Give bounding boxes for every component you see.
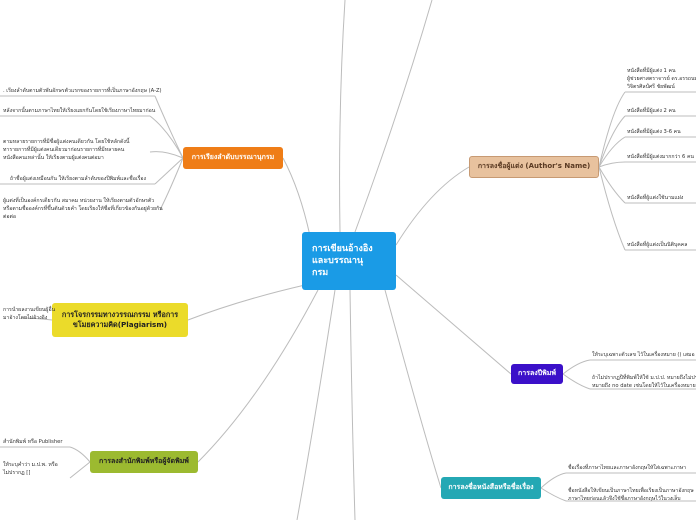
branch-title-label: การลงชื่อหนังสือหรือชื่อเรื่อง bbox=[448, 483, 534, 492]
central-topic-label: การเขียนอ้างอิง และบรรณานุ กรม bbox=[312, 243, 373, 279]
connector-year bbox=[395, 274, 512, 375]
connector-plagiarism bbox=[187, 284, 306, 321]
connector-bottom-1 bbox=[296, 289, 336, 520]
leaf-author-4[interactable]: หนังสือที่มีผู้แต่งมากกว่า 6 คน bbox=[627, 154, 694, 160]
leaf-order-5[interactable]: ผู้แต่งที่เป็นองค์กรเดียวกัน สมาคม หน่วย… bbox=[3, 198, 163, 220]
leaf-publisher-2[interactable]: ให้ระบุคำว่า ม.ป.พ. หรือ ไม่ปรากฏ [] bbox=[3, 462, 58, 476]
leaf-author-1[interactable]: หนังสือที่มีผู้แต่ง 1 คน ผู้ช่วยศาสตราจา… bbox=[627, 68, 696, 90]
leaf-order-4[interactable]: ถ้าชื่อผู้แต่งเหมือนกัน ให้เรียงตามลำดับ… bbox=[10, 176, 147, 182]
connector-top-1 bbox=[339, 0, 346, 233]
branch-plagiarism[interactable]: การโจรกรรมทางวรรณกรรม หรือการ ขโมยความคิ… bbox=[52, 303, 188, 337]
leaf-publisher-1[interactable]: สำนักพิมพ์ หรือ Publisher bbox=[3, 439, 63, 445]
leaf-author-5[interactable]: หนังสือที่ผู้แต่งใช้นามแฝง bbox=[627, 195, 684, 201]
leaf-plagiarism[interactable]: การนำผลงานเขียนผู้อื่น มาอ้างโดยไม่อ้างอ… bbox=[3, 307, 56, 321]
branch-author[interactable]: การลงชื่อผู้แต่ง (Author's Name) bbox=[469, 156, 599, 178]
connector-order bbox=[282, 157, 311, 237]
connector-publisher bbox=[197, 289, 319, 463]
branch-order[interactable]: การเรียงลำดับบรรณานุกรม bbox=[183, 147, 283, 169]
leaf-author-3[interactable]: หนังสือที่มีผู้แต่ง 3-6 คน bbox=[627, 129, 681, 135]
leaf-author-6[interactable]: หนังสือที่ผู้แต่งเป็นนิติบุคคล bbox=[627, 242, 688, 248]
branch-order-label: การเรียงลำดับบรรณานุกรม bbox=[191, 153, 275, 162]
leaf-order-2[interactable]: หลังจากนั้นตามภาษาไทยให้เรียงแยกกันโดยใช… bbox=[3, 108, 156, 114]
branch-plagiarism-label: การโจรกรรมทางวรรณกรรม หรือการ ขโมยความคิ… bbox=[61, 310, 179, 329]
leaf-title-2[interactable]: ชื่อหนังสือให้เขียนเป็นภาษาไทยเพื่อเรียง… bbox=[568, 488, 694, 502]
leaf-author-2[interactable]: หนังสือที่มีผู้แต่ง 2 คน bbox=[627, 108, 676, 114]
connector-author bbox=[395, 166, 470, 246]
leaf-year-2[interactable]: ถ้าไม่ปรากฏปีที่พิมพ์ให้ใช้ ม.ป.ป. หมายถ… bbox=[592, 375, 696, 389]
central-topic[interactable]: การเขียนอ้างอิง และบรรณานุ กรม bbox=[302, 232, 396, 290]
branch-publisher-label: การลงสำนักพิมพ์หรือผู้จัดพิมพ์ bbox=[99, 457, 189, 466]
leaf-year-1[interactable]: ให้ระบุเฉพาะตัวเลข ไว้ในเครื่องหมาย () เ… bbox=[592, 352, 695, 358]
branch-title[interactable]: การลงชื่อหนังสือหรือชื่อเรื่อง bbox=[441, 477, 541, 499]
branch-publisher[interactable]: การลงสำนักพิมพ์หรือผู้จัดพิมพ์ bbox=[90, 451, 198, 473]
branch-year-label: การลงปีพิมพ์ bbox=[518, 369, 556, 378]
connector-bottom-2 bbox=[349, 289, 356, 520]
branch-author-label: การลงชื่อผู้แต่ง (Author's Name) bbox=[477, 162, 591, 171]
leaf-title-1[interactable]: ชื่อเรื่องที่ภาษาไทยและภาษาอังกฤษให้ใส่เ… bbox=[568, 465, 687, 471]
branch-year[interactable]: การลงปีพิมพ์ bbox=[511, 364, 563, 384]
connector-title bbox=[384, 289, 442, 489]
leaf-order-3[interactable]: ตามหลายรายการที่มีชื่อผู้แต่งคนเดียวกัน … bbox=[3, 139, 130, 161]
connector-top-2 bbox=[354, 0, 433, 233]
leaf-order-1[interactable]: . เรียงลำดับตามตัวพันอักษรตัวแรกของรายกา… bbox=[3, 88, 162, 94]
